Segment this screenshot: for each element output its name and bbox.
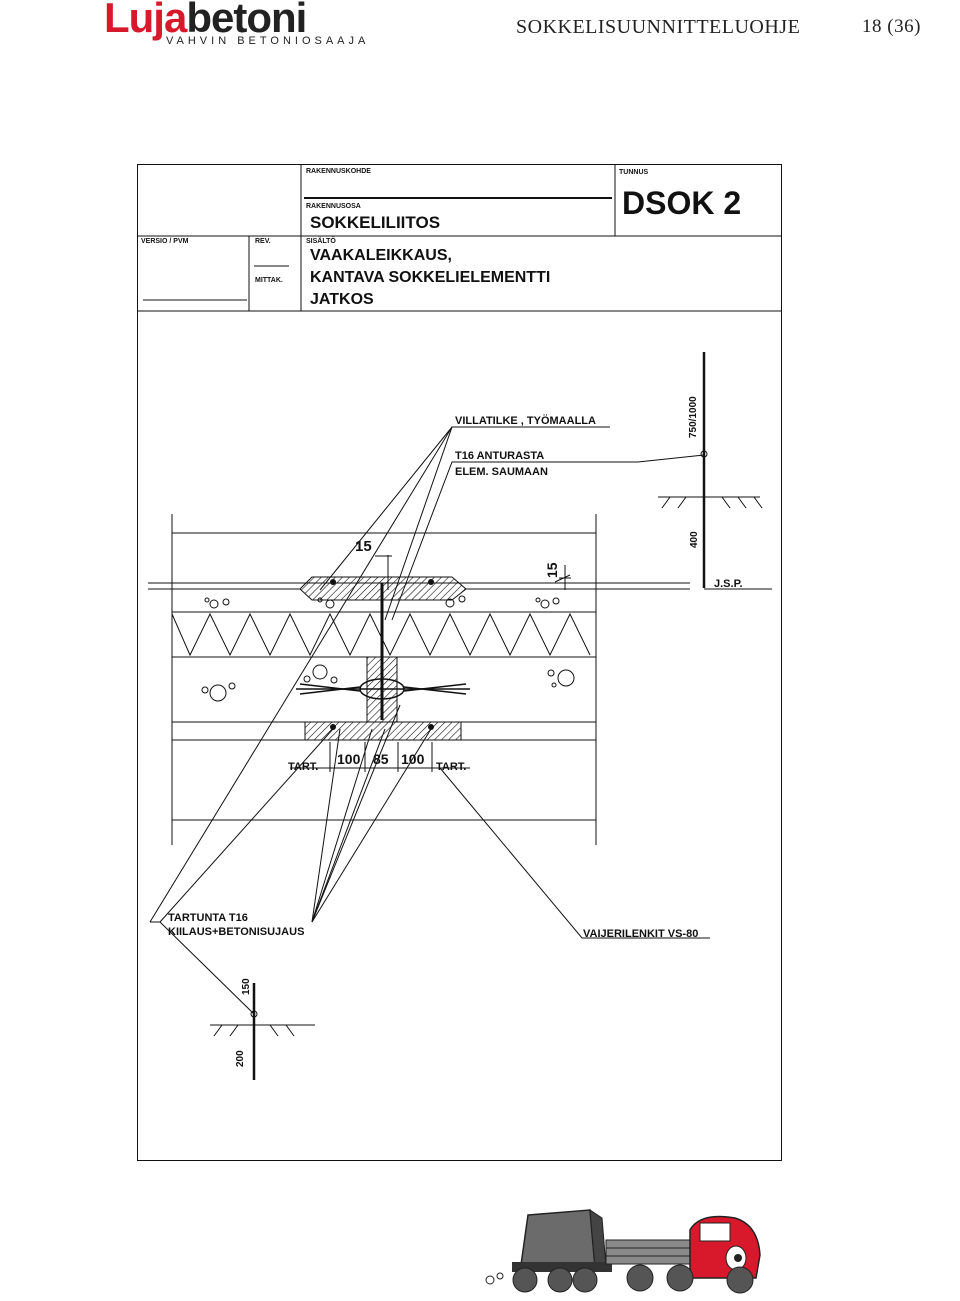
section-outline (148, 514, 690, 845)
aggregate-marks (201, 595, 575, 702)
document-title: SOKKELISUUNNITTELUOHJE (516, 16, 801, 38)
note-t16-line1: T16 ANTURASTA (455, 450, 544, 462)
label-code: TUNNUS (619, 169, 649, 176)
dim-750-1000: 750/1000 (688, 396, 699, 438)
dim-200: 200 (235, 1050, 246, 1067)
insulation-zigzag (171, 612, 591, 657)
label-project: RAKENNUSKOHDE (306, 168, 371, 175)
rebar-dots (330, 579, 434, 730)
drawing-sheet (137, 164, 782, 1161)
logo-tagline: VAHVIN BETONIOSAAJA (166, 35, 370, 47)
anchor-detail-top (658, 352, 772, 590)
code-value: DSOK 2 (622, 185, 742, 221)
label-tart-right: TART. (436, 761, 466, 773)
title-block-lines (137, 164, 782, 312)
note-tartunta-line2: KIILAUS+BETONISUJAUS (168, 926, 304, 938)
part-value: SOKKELILIITOS (310, 213, 441, 232)
label-rev: REV. (255, 238, 271, 245)
dim-150: 150 (241, 978, 252, 995)
dim-400: 400 (689, 531, 700, 548)
label-jsp: J.S.P. (714, 578, 743, 590)
label-version: VERSIO / PVM (141, 238, 189, 245)
wire-loop-connector (296, 678, 470, 700)
logo-text-luja: Luja (104, 0, 187, 41)
grout-joint (299, 576, 467, 741)
dimension-lines (290, 555, 571, 772)
note-tartunta-line1: TARTUNTA T16 (168, 912, 248, 924)
anchor-detail-bottom (210, 983, 315, 1080)
note-vaijeri: VAIJERILENKIT VS-80 (583, 928, 698, 940)
content-line-2: KANTAVA SOKKELIELEMENTTI (310, 269, 551, 286)
logo-text-betoni: betoni (186, 0, 307, 41)
dim-85: 85 (373, 751, 389, 767)
label-tart-left: TART. (288, 761, 318, 773)
dim-15-side: 15 (544, 562, 560, 578)
content-line-1: VAAKALEIKKAUS, (310, 247, 452, 264)
dim-100-right: 100 (401, 751, 425, 767)
company-logo: Lujabetoni VAHVIN BETONIOSAAJA (104, 0, 365, 50)
label-scale: MITTAK. (255, 277, 283, 284)
dim-15-top: 15 (355, 538, 372, 555)
note-villatilke: VILLATILKE , TYÖMAALLA (455, 414, 596, 427)
label-part: RAKENNUSOSA (306, 203, 361, 210)
note-t16-line2: ELEM. SAUMAAN (455, 466, 548, 478)
truck-illustration (485, 1209, 761, 1294)
content-line-3: JATKOS (310, 291, 374, 308)
dim-100-left: 100 (337, 751, 361, 767)
page-number: 18 (36) (862, 16, 921, 37)
label-content: SISÄLTÖ (306, 238, 336, 245)
